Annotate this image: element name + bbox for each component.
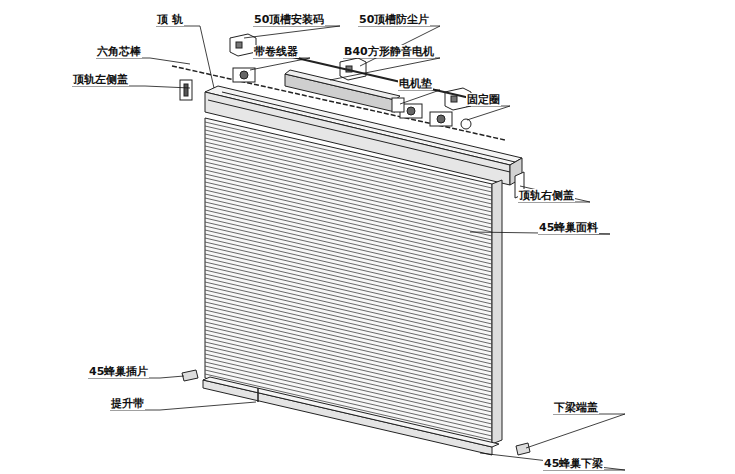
pleat-line bbox=[205, 282, 492, 348]
pleat-line bbox=[205, 210, 492, 276]
pleat-line bbox=[205, 302, 492, 368]
pleat-line bbox=[205, 318, 492, 384]
pleat-line bbox=[205, 314, 492, 380]
pleat-line bbox=[205, 142, 492, 208]
part-label: 顶轨右侧盖 bbox=[518, 189, 575, 202]
part-label: 顶轨左侧盖 bbox=[72, 73, 129, 86]
pleat-line bbox=[205, 126, 492, 192]
pleat-line bbox=[205, 322, 492, 388]
pleat-line bbox=[205, 150, 492, 216]
pleat-line bbox=[205, 290, 492, 356]
pleat-line bbox=[205, 294, 492, 360]
part-label: 电机垫 bbox=[398, 77, 433, 90]
pleat-line bbox=[205, 190, 492, 256]
pleat-line bbox=[205, 326, 492, 392]
left-cap bbox=[180, 80, 192, 100]
pleat-line bbox=[205, 122, 492, 188]
part-label: 50顶槽防尘片 bbox=[358, 13, 430, 26]
pleat-line bbox=[205, 246, 492, 312]
pleat-line bbox=[205, 262, 492, 328]
pleat-line bbox=[205, 222, 492, 288]
pleat-line bbox=[205, 226, 492, 292]
pleat-line bbox=[205, 238, 492, 304]
pleat-line bbox=[205, 230, 492, 296]
pleat-line bbox=[205, 286, 492, 352]
end-cap bbox=[516, 443, 530, 455]
pleat-line bbox=[205, 202, 492, 268]
motor bbox=[285, 70, 400, 112]
pleat-line bbox=[205, 278, 492, 344]
pleat-line bbox=[205, 350, 492, 416]
pleat-line bbox=[205, 274, 492, 340]
lift-strap bbox=[257, 388, 259, 402]
pleat-line bbox=[205, 186, 492, 252]
motor-pad bbox=[392, 98, 404, 112]
pleat-line bbox=[205, 134, 492, 200]
pleat-line bbox=[205, 154, 492, 220]
pleat-line bbox=[205, 174, 492, 240]
part-label: 45蜂巢面料 bbox=[538, 221, 599, 234]
pleat-line bbox=[205, 218, 492, 284]
part-label: 带卷线器 bbox=[253, 45, 299, 58]
pleat-line bbox=[205, 254, 492, 320]
pleat-line bbox=[205, 250, 492, 316]
leader-lines bbox=[72, 26, 625, 470]
pleat-line bbox=[205, 146, 492, 212]
pleat-line bbox=[205, 182, 492, 248]
part-label: 45蜂巢下梁 bbox=[543, 457, 604, 470]
pleat-line bbox=[205, 242, 492, 308]
pleat-line bbox=[205, 298, 492, 364]
part-label: 固定圈 bbox=[466, 93, 501, 106]
pleat-line bbox=[205, 258, 492, 324]
pleat-line bbox=[205, 206, 492, 272]
pleat-line bbox=[205, 130, 492, 196]
pleat-line bbox=[205, 270, 492, 336]
pleat-line bbox=[205, 346, 492, 412]
pleat-line bbox=[205, 178, 492, 244]
fixing-ring bbox=[461, 119, 471, 129]
insert-piece bbox=[182, 370, 198, 381]
part-label: 下梁端盖 bbox=[553, 401, 599, 414]
part-label: 顶 轨 bbox=[156, 13, 184, 26]
pleat-line bbox=[205, 138, 492, 204]
part-label: B40方形静音电机 bbox=[343, 45, 435, 58]
pleat-line bbox=[205, 158, 492, 224]
pleat-line bbox=[205, 198, 492, 264]
cord-winder bbox=[233, 68, 452, 126]
pleat-line bbox=[205, 194, 492, 260]
part-label: 六角芯棒 bbox=[96, 45, 142, 58]
part-label: 提升带 bbox=[110, 397, 145, 410]
pleat-line bbox=[205, 310, 492, 376]
pleat-line bbox=[205, 214, 492, 280]
part-label: 50顶槽安装码 bbox=[253, 13, 325, 26]
pleat-line bbox=[205, 170, 492, 236]
pleat-line bbox=[205, 306, 492, 372]
part-label: 45蜂巢插片 bbox=[88, 365, 149, 378]
pleat-line bbox=[205, 162, 492, 228]
pleat-line bbox=[205, 166, 492, 232]
pleat-line bbox=[205, 266, 492, 332]
pleat-line bbox=[205, 234, 492, 300]
bottom-rail bbox=[203, 377, 499, 455]
pleat-line bbox=[205, 374, 492, 440]
